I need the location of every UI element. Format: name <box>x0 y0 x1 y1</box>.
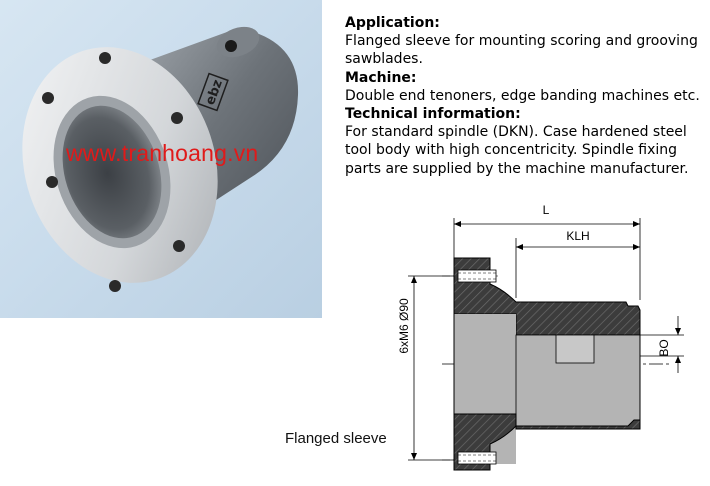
label-L: L <box>543 203 550 217</box>
bolt-hole-upper <box>457 269 497 283</box>
label-BO: BO <box>657 339 671 356</box>
bolt-hole-lower <box>457 451 497 465</box>
technical-drawing: L KLH 6xM6 Ø90 BO <box>397 203 684 471</box>
caption: Flanged sleeve <box>285 430 387 447</box>
dimension-KLH: KLH <box>515 229 640 298</box>
dimension-holes: 6xM6 Ø90 <box>397 275 458 461</box>
product-photo: ebz <box>0 0 322 318</box>
heading-machine: Machine: <box>345 69 417 86</box>
dimension-L: L <box>453 203 641 300</box>
heading-application: Application: <box>345 15 440 31</box>
label-KLH: KLH <box>566 229 589 243</box>
watermark-text: www.tranhoang.vn <box>66 140 259 166</box>
heading-technical: Technical information: <box>345 106 521 123</box>
description: Application: Flanged sleeve for mounting… <box>345 14 707 178</box>
text-machine: Double end tenoners, edge banding machin… <box>345 87 700 104</box>
text-application: Flanged sleeve for mounting scoring and … <box>345 33 698 68</box>
dimension-BO: BO <box>640 316 684 373</box>
label-holes: 6xM6 Ø90 <box>397 298 411 354</box>
text-technical: For standard spindle (DKN). Case hardene… <box>345 124 689 177</box>
bore-step <box>555 334 595 364</box>
flanged-sleeve-image: ebz <box>22 26 299 292</box>
